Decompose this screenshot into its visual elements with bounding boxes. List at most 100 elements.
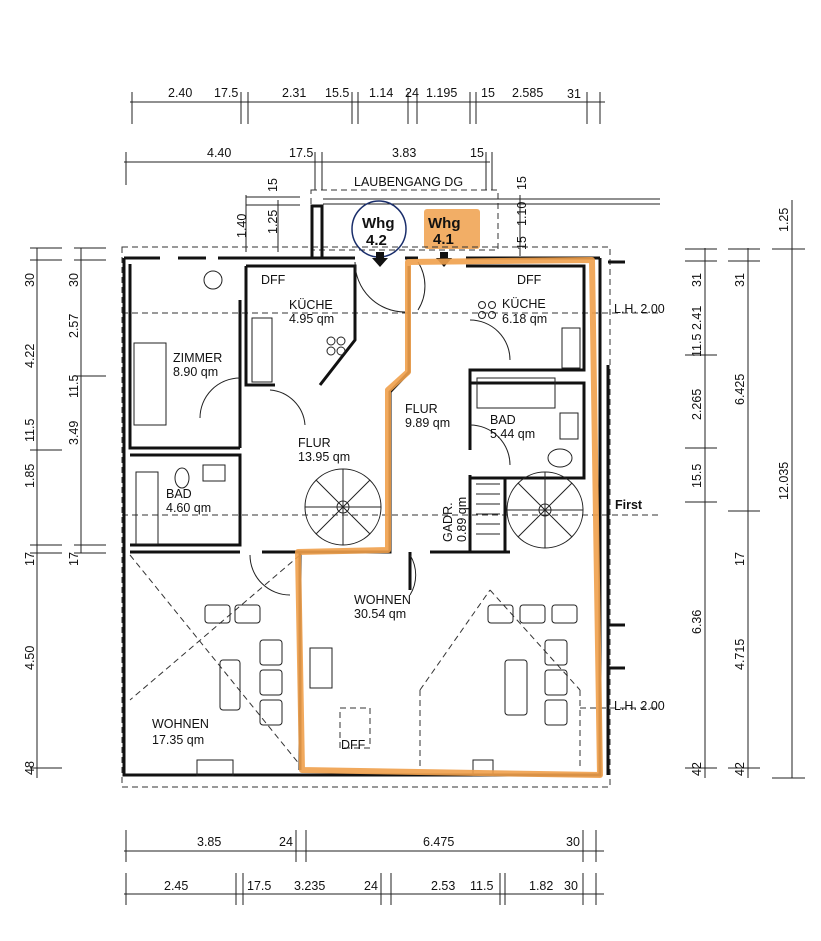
dim-label: 2.265 xyxy=(690,389,704,420)
dim-label: 15 xyxy=(515,176,529,190)
note-label: L.H. 2.00 xyxy=(614,699,665,713)
dim-label: 17 xyxy=(67,552,81,566)
dim-label: 1.14 xyxy=(369,86,393,100)
dim-label: 48 xyxy=(23,761,37,775)
dim-label: 31 xyxy=(690,273,704,287)
bathtub-icon xyxy=(476,377,556,409)
dim-label: 1.82 xyxy=(529,879,553,893)
dim-label: 24 xyxy=(364,879,378,893)
top-dimension-chain-2: 4.40 17.5 3.83 15 xyxy=(124,146,493,190)
walls xyxy=(122,204,602,777)
dim-label: 24 xyxy=(405,86,419,100)
dim-label: 17.5 xyxy=(214,86,238,100)
room-area: 4.95 qm xyxy=(289,312,334,326)
room-name: BAD xyxy=(166,487,192,501)
dim-label: 4.40 xyxy=(207,146,231,160)
fixtures xyxy=(133,261,584,777)
ceiling-window-icon xyxy=(203,270,223,290)
laubengang-corridor: LAUBENGANG DG 15 1.40 1.25 15 1.10 15 xyxy=(235,175,660,256)
dim-label: 3.83 xyxy=(392,146,416,160)
dim-label: 3.85 xyxy=(197,835,221,849)
dim-label: 15 xyxy=(266,178,280,192)
window-label: DFF xyxy=(517,273,542,287)
dim-label: 31 xyxy=(733,273,747,287)
dim-label: 2.41 xyxy=(690,306,704,330)
room-area: 9.89 qm xyxy=(405,416,450,430)
dim-label: 2.57 xyxy=(67,314,81,338)
note-label: L.H. 2.00 xyxy=(614,302,665,316)
dim-label: 17.5 xyxy=(247,879,271,893)
stove-icon xyxy=(251,317,273,383)
unit-label: Whg xyxy=(362,215,394,232)
roof-lines xyxy=(121,246,660,788)
room-area: 0.89 qm xyxy=(455,497,469,542)
shelf-icon xyxy=(476,483,500,535)
door-swings xyxy=(199,261,511,596)
sink-icon xyxy=(202,464,226,482)
dim-label: 2.31 xyxy=(282,86,306,100)
dim-label: 1.85 xyxy=(23,464,37,488)
room-area: 5.44 qm xyxy=(490,427,535,441)
bathtub-icon xyxy=(135,471,159,545)
sink-icon xyxy=(559,412,579,440)
room-name: BAD xyxy=(490,413,516,427)
dim-label: 15 xyxy=(470,146,484,160)
room-labels: ZIMMER 8.90 qm DFF KÜCHE 4.95 qm FLUR 13… xyxy=(152,273,547,752)
dim-label: 2.45 xyxy=(164,879,188,893)
unit-label: Whg xyxy=(428,215,460,232)
dim-label: 2.40 xyxy=(168,86,192,100)
dim-label: 15.5 xyxy=(325,86,349,100)
dim-label: 1.195 xyxy=(426,86,457,100)
corridor-label: LAUBENGANG DG xyxy=(354,175,463,189)
room-name: KÜCHE xyxy=(502,297,546,311)
dim-label: 17 xyxy=(733,552,747,566)
bottom-dimension-chains: 3.85 24 6.475 30 2.45 17.5 3.235 24 2.53… xyxy=(124,830,604,905)
note-label: First xyxy=(615,498,643,512)
dim-label: 4.22 xyxy=(23,344,37,368)
unit-number: 4.2 xyxy=(366,232,387,249)
room-area: 13.95 qm xyxy=(298,450,350,464)
stove-icon xyxy=(561,327,581,369)
dim-label: 3.49 xyxy=(67,421,81,445)
unit-number: 4.1 xyxy=(433,231,454,248)
left-dimension-chains: 30 4.22 11.5 1.85 17 4.50 48 30 2.57 11.… xyxy=(23,247,106,778)
dim-label: 24 xyxy=(279,835,293,849)
dim-label: 11.5 xyxy=(470,879,493,893)
dim-label: 1.10 xyxy=(515,202,529,226)
room-name: FLUR xyxy=(298,436,331,450)
dim-label: 15 xyxy=(481,86,495,100)
dim-label: 1.25 xyxy=(266,210,280,234)
room-name: FLUR xyxy=(405,402,438,416)
dim-label: 30 xyxy=(566,835,580,849)
toilet-icon xyxy=(174,467,190,489)
dim-label: 4.715 xyxy=(733,639,747,670)
room-name: KÜCHE xyxy=(289,298,333,312)
dim-label: 2.53 xyxy=(431,879,455,893)
room-name: GADR. xyxy=(441,502,455,542)
dim-label: 2.585 xyxy=(512,86,543,100)
dim-label: 3.235 xyxy=(294,879,325,893)
dim-label: 17.5 xyxy=(289,146,313,160)
unit-4-1-boundary xyxy=(295,257,603,778)
dim-label: 11.5 xyxy=(690,334,704,357)
dim-label: 17 xyxy=(23,552,37,566)
dim-label: 11.5 xyxy=(23,419,37,442)
dim-label: 15 xyxy=(515,236,529,250)
room-name: WOHNEN xyxy=(152,717,209,731)
dim-label: 4.50 xyxy=(23,646,37,670)
dim-label: 30 xyxy=(564,879,578,893)
room-area: 8.90 qm xyxy=(173,365,218,379)
sofa-icon xyxy=(204,604,578,726)
dim-label: 31 xyxy=(567,87,581,101)
dim-label: 6.475 xyxy=(423,835,454,849)
dim-label: 11.5 xyxy=(67,375,81,398)
room-area: 6.18 qm xyxy=(502,312,547,326)
unit-marker-4-2[interactable]: Whg 4.2 xyxy=(351,200,407,267)
room-area: 17.35 qm xyxy=(152,733,204,747)
window-label: DFF xyxy=(341,738,366,752)
right-notes: L.H. 2.00 First L.H. 2.00 xyxy=(606,260,665,775)
dim-label: 42 xyxy=(690,762,704,776)
unit-marker-4-1[interactable]: Whg 4.1 xyxy=(424,209,480,267)
room-name: WOHNEN xyxy=(354,593,411,607)
